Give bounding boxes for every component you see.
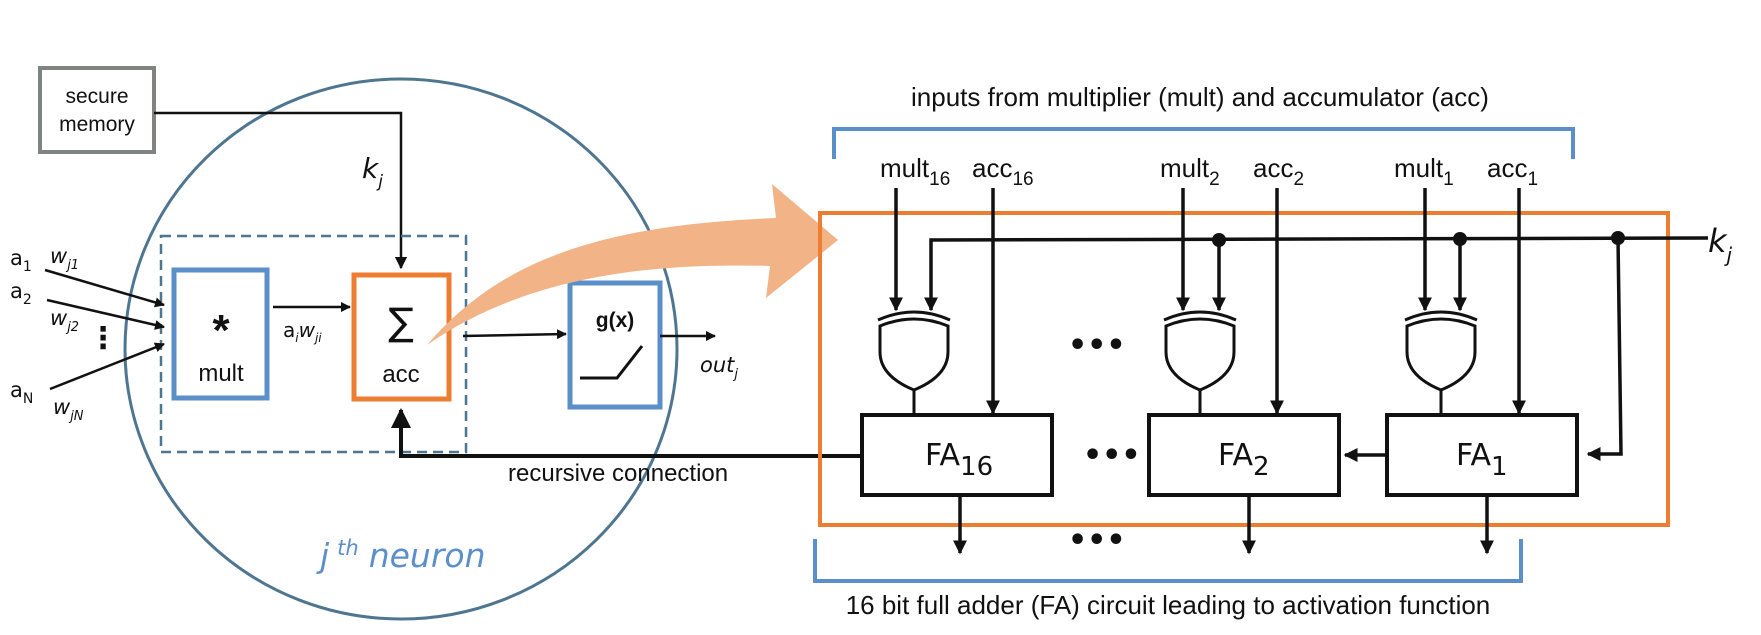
sum-symbol: ∑: [388, 300, 414, 344]
input-label-mult1: mult1: [1394, 153, 1454, 190]
bottom-caption: 16 bit full adder (FA) circuit leading t…: [846, 590, 1491, 620]
mult-label: mult: [198, 360, 244, 387]
adder-enclosure: [818, 211, 1670, 527]
multiply-symbol: *: [212, 306, 230, 355]
acc-output-arrow: [462, 329, 567, 340]
output-label: outj: [700, 353, 738, 382]
acc-box: ∑ acc: [351, 272, 452, 402]
memory-label-line2: memory: [59, 113, 135, 136]
input-ellipsis: ⋮: [88, 321, 118, 356]
weight-wj2: wj2: [50, 306, 79, 335]
xor-gate-1: [1404, 310, 1478, 414]
input-aN: aN: [10, 378, 33, 407]
top-caption: inputs from multiplier (mult) and accumu…: [911, 82, 1489, 112]
relu-icon: [580, 345, 644, 380]
fa16-label: FA16: [925, 438, 993, 482]
input-arrow-1: [44, 268, 165, 308]
mult-box: * mult: [171, 267, 270, 401]
weight-wj1: wj1: [50, 244, 79, 273]
input-label-acc1: acc1: [1487, 153, 1538, 190]
input-arrow-2: [46, 298, 165, 330]
secure-memory-box: secure memory: [38, 66, 156, 154]
product-label: aiwji: [283, 318, 322, 345]
neuron-inputs: a1 wj1 a2 wj2 ⋮ aN wjN: [10, 244, 165, 424]
gate-ellipsis: •••: [1068, 328, 1126, 363]
xor-gate-16: [877, 310, 951, 414]
activation-box: g(x): [567, 280, 663, 410]
xor-gate-2: [1163, 310, 1237, 414]
fa-box-2: FA2: [1147, 413, 1341, 497]
input-a1: a1: [10, 246, 32, 275]
input-label-mult2: mult2: [1160, 153, 1220, 190]
fa1-label: FA1: [1456, 438, 1508, 482]
acc-label: acc: [382, 361, 419, 388]
memory-label-line1: secure: [65, 85, 128, 108]
bottom-bracket: [813, 539, 1523, 583]
neuron-circle: [123, 77, 679, 621]
adder-input-labels: mult16 acc16 mult2 acc2 mult1 acc1: [880, 153, 1538, 190]
activation-label: g(x): [596, 309, 635, 332]
recursive-connection-label: recursive connection: [508, 460, 728, 487]
weight-wjN: wjN: [53, 395, 84, 424]
adder-ellipsis: •••: [1083, 438, 1141, 473]
key-bus: [924, 231, 1709, 461]
input-label-acc16: acc16: [972, 153, 1034, 190]
key-label-left: kj: [362, 152, 383, 192]
input-arrow-N: [49, 342, 165, 391]
zoom-arrow: [427, 184, 838, 345]
fa-box-16: FA16: [860, 413, 1054, 497]
key-label-right: kj: [1708, 222, 1733, 267]
input-a2: a2: [10, 279, 32, 308]
input-label-mult16: mult16: [880, 153, 950, 190]
key-wire: [154, 111, 408, 270]
recursive-connection-wire: [391, 408, 866, 458]
fa-box-1: FA1: [1385, 413, 1579, 497]
fa2-label: FA2: [1218, 438, 1270, 482]
top-bracket: [832, 127, 1575, 159]
input-label-acc2: acc2: [1253, 153, 1304, 190]
output-ellipsis: •••: [1068, 523, 1126, 558]
